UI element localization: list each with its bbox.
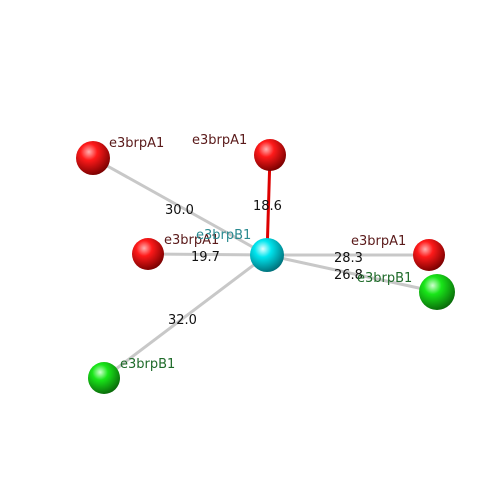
bonds bbox=[92, 154, 438, 380]
atom-label-a1: e3brpA1 bbox=[109, 136, 164, 151]
atom-label-a4: e3brpA1 bbox=[351, 234, 406, 249]
distance-labels: 30.0 18.6 19.7 28.3 26.8 32.0 bbox=[165, 199, 363, 328]
distance-label-a2: 18.6 bbox=[253, 199, 282, 214]
distance-label-a6: 32.0 bbox=[168, 313, 197, 328]
atom-a3 bbox=[132, 238, 164, 270]
atom-a4 bbox=[413, 239, 445, 271]
atom-label-a6: e3brpB1 bbox=[120, 357, 175, 372]
bond-a3 bbox=[147, 252, 268, 257]
atom-labels: e3brpA1 e3brpA1 e3brpA1 e3brpA1 e3brpB1 … bbox=[109, 133, 412, 372]
atom-label-a2: e3brpA1 bbox=[192, 133, 247, 148]
atom-a1 bbox=[76, 141, 110, 175]
distance-label-a5: 26.8 bbox=[334, 268, 363, 283]
bond-a6 bbox=[103, 253, 268, 380]
bond-a5 bbox=[266, 253, 438, 294]
atom-center bbox=[250, 238, 284, 272]
distance-label-a1: 30.0 bbox=[165, 203, 194, 218]
distance-label-a4: 28.3 bbox=[334, 251, 363, 266]
distance-label-a3: 19.7 bbox=[191, 250, 220, 265]
atom-label-center: e3brpB1 bbox=[196, 228, 251, 243]
atom-a6 bbox=[88, 362, 120, 394]
atom-a5 bbox=[419, 274, 455, 310]
atom-label-a3: e3brpA1 bbox=[164, 233, 219, 248]
atom-label-a5: e3brpB1 bbox=[357, 271, 412, 286]
bond-a1 bbox=[92, 156, 268, 257]
atoms bbox=[76, 139, 455, 394]
atom-a2 bbox=[254, 139, 286, 171]
